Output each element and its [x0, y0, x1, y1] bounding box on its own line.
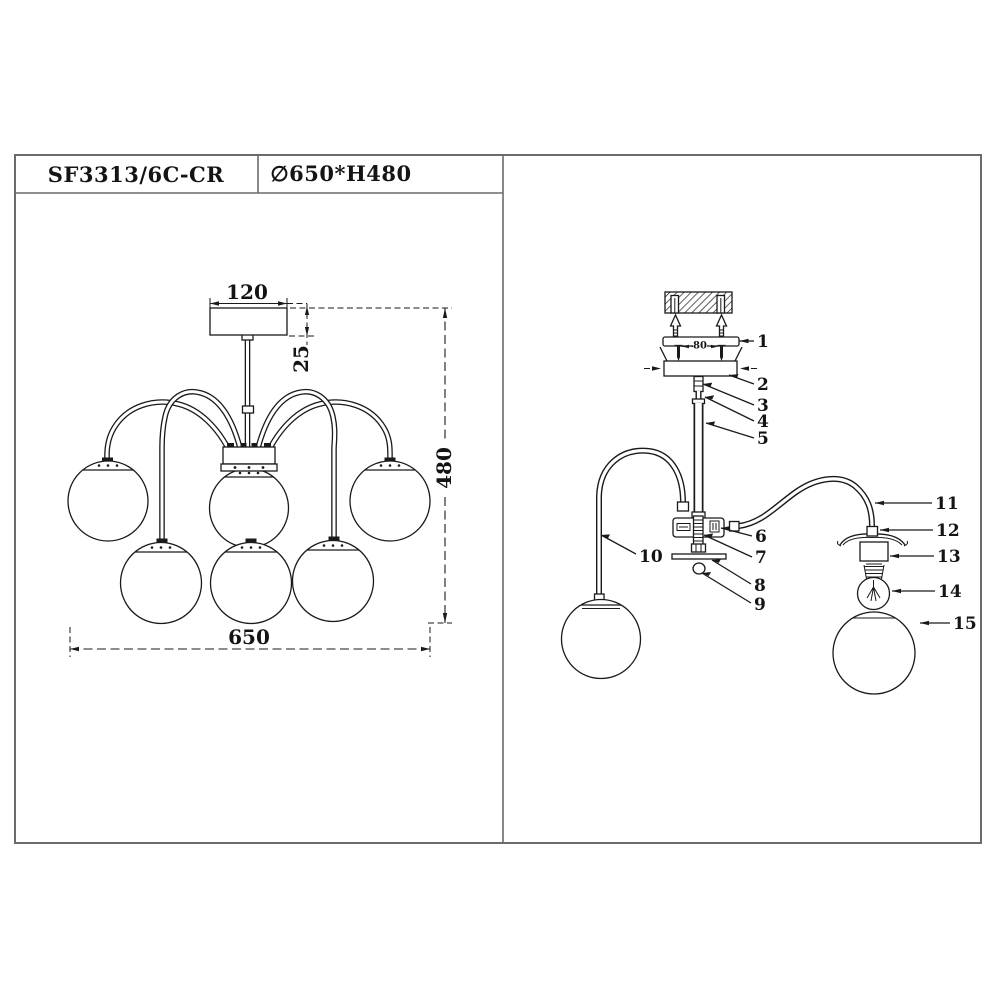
part-label-8: 8 [754, 576, 766, 596]
globe-upper-center [208, 467, 290, 549]
dim-bracket-holes-label: 80 [693, 341, 707, 352]
part-label-6: 6 [755, 527, 767, 547]
dim-canopy-height-label: 25 [289, 345, 313, 373]
threaded-nipple-top [693, 375, 704, 393]
dim-fixture-height [290, 307, 453, 624]
dim-canopy-width [209, 298, 307, 308]
part-label-4: 4 [757, 412, 769, 432]
part-label-12: 12 [936, 521, 960, 541]
part-label-3: 3 [757, 396, 769, 416]
front-view: 120 25 480 650 [67, 280, 456, 657]
center-hub [220, 443, 278, 472]
dim-fixture-height-label: 480 [432, 447, 456, 489]
part-label-1: 1 [757, 332, 769, 352]
exploded-view: 80 [560, 291, 977, 695]
fixture-size: ∅650*H480 [270, 161, 411, 186]
mounting-bracket [662, 336, 740, 361]
exploded-canopy [644, 346, 757, 377]
part-label-9: 9 [754, 595, 766, 615]
mounting-screws-icon [669, 313, 728, 340]
globe-lower-right [291, 536, 375, 623]
part-label-11: 11 [935, 494, 959, 514]
exploded-globe-right [832, 611, 916, 695]
bulb-icon [856, 563, 891, 611]
exploded-arm-left [560, 447, 690, 680]
part-label-14: 14 [938, 582, 962, 602]
socket-cap [866, 525, 879, 537]
exploded-hub [671, 515, 727, 575]
part-leaders [600, 338, 950, 626]
ceiling-hatch [664, 291, 733, 314]
globe-upper-right [349, 457, 431, 542]
dim-canopy-width-label: 120 [226, 280, 268, 304]
dim-canopy-height [289, 303, 314, 345]
lamp-socket [859, 541, 889, 562]
part-label-10: 10 [639, 547, 663, 567]
dim-fixture-width-label: 650 [228, 625, 270, 649]
part-label-7: 7 [755, 548, 767, 568]
dim-fixture-width [69, 627, 431, 657]
ceiling-canopy [209, 307, 288, 336]
exploded-arm-right [728, 475, 909, 562]
globe-lower-center [209, 538, 293, 625]
part-label-13: 13 [937, 547, 961, 567]
model-number: SF3313/6C-CR [48, 162, 224, 187]
stem-rod [691, 391, 706, 520]
sheet-frame [14, 154, 982, 844]
part-label-2: 2 [757, 375, 769, 395]
center-stem [241, 333, 255, 448]
part-label-5: 5 [757, 429, 769, 449]
globe-upper-left [67, 457, 149, 542]
globe-lower-left [119, 538, 203, 625]
part-label-15: 15 [953, 614, 977, 634]
